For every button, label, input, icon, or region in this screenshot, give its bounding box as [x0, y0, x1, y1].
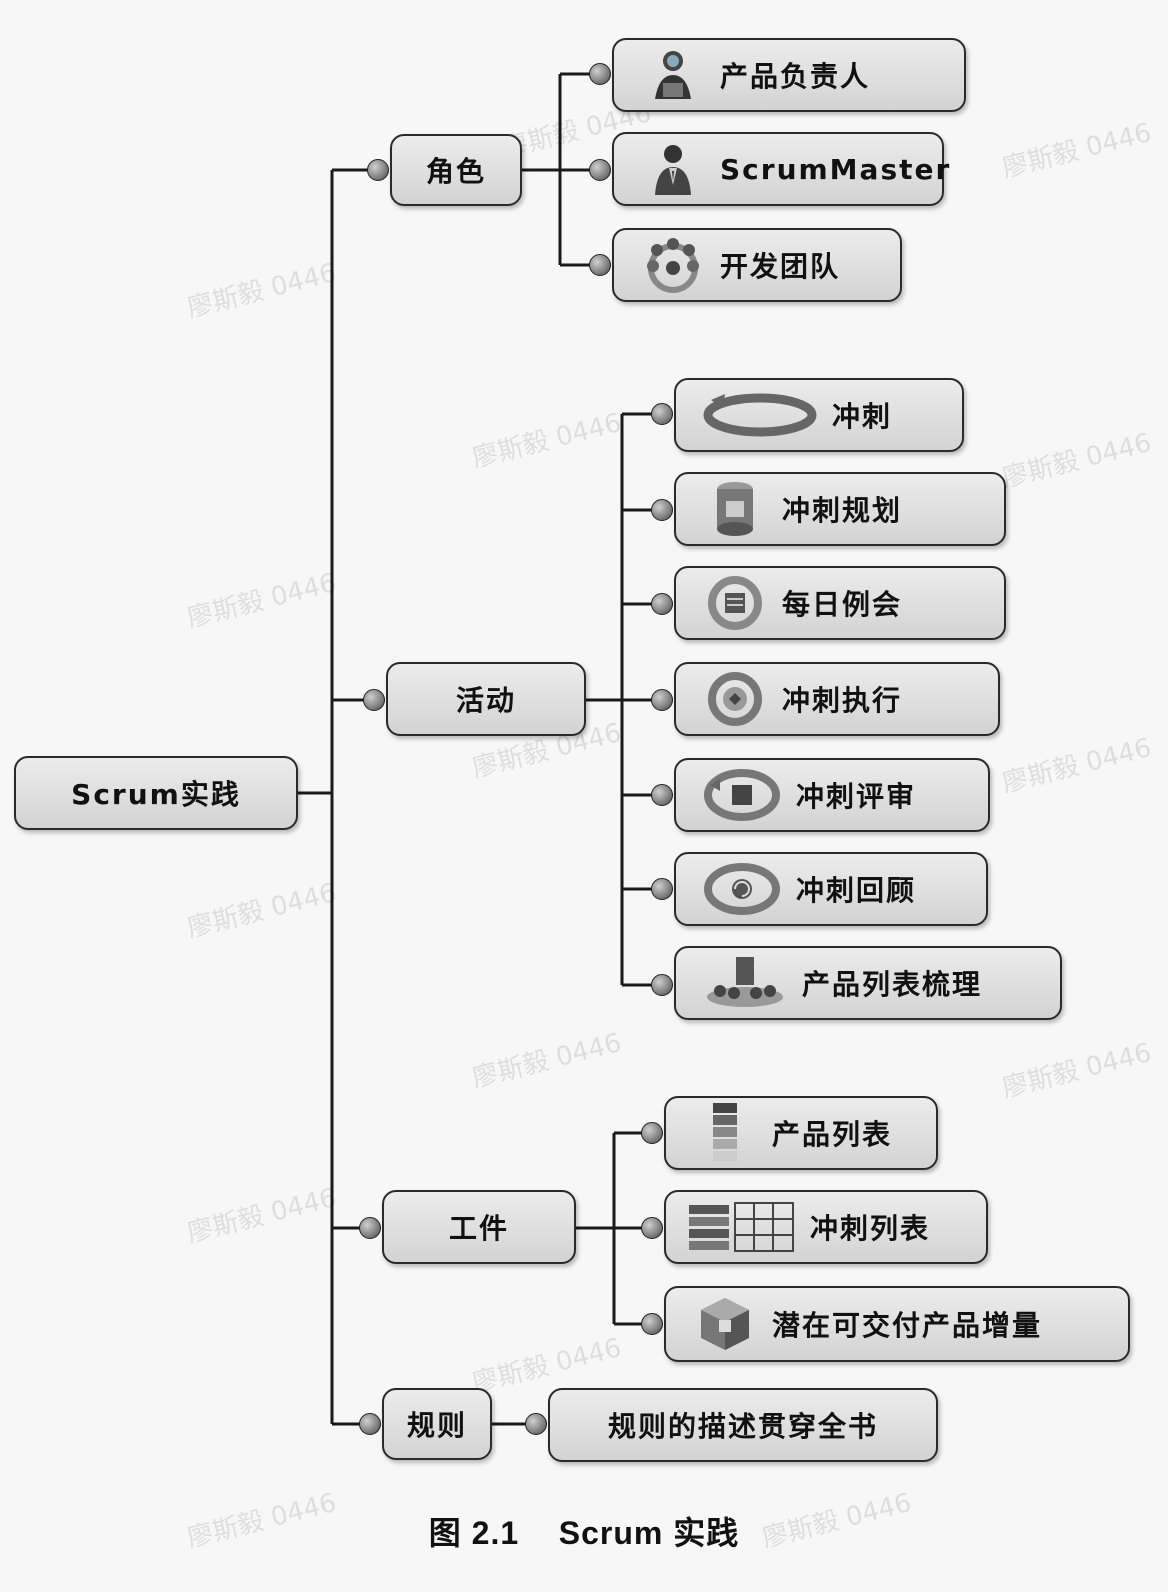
leaf-node-sprint: 冲刺 [674, 378, 964, 452]
leaf-node-dev-team: 开发团队 [612, 228, 902, 302]
leaf-label: 规则的描述贯穿全书 [607, 1410, 878, 1443]
leaf-label: 产品负责人 [720, 60, 871, 93]
sprint-backlog-grid-icon [686, 1197, 798, 1257]
connector-dot [525, 1413, 547, 1435]
leaf-node-daily-scrum: 每日例会 [674, 566, 1006, 640]
cycle-arrow-icon [700, 385, 820, 445]
connector-dot [359, 1413, 381, 1435]
planning-cylinder-icon [700, 479, 770, 539]
increment-cube-icon [690, 1294, 760, 1354]
leaf-node-potentially-shippable-increment: 潜在可交付产品增量 [664, 1286, 1130, 1362]
branch-node-rules: 规则 [382, 1388, 492, 1460]
leaf-node-backlog-grooming: 产品列表梳理 [674, 946, 1062, 1020]
backlog-grooming-icon [700, 953, 790, 1013]
leaf-node-rules-description: 规则的描述贯穿全书 [548, 1388, 938, 1462]
branch-node-roles: 角色 [390, 134, 522, 206]
retrospective-cycle-icon [700, 859, 784, 919]
leaf-label: 开发团队 [720, 250, 841, 283]
connector-dot [651, 499, 673, 521]
connector-dot [651, 974, 673, 996]
leaf-label: 产品列表梳理 [802, 968, 983, 1001]
leaf-node-sprint-review: 冲刺评审 [674, 758, 990, 832]
leaf-label: 冲刺回顾 [796, 874, 917, 907]
root-node: Scrum实践 [14, 756, 298, 830]
leaf-label: 潜在可交付产品增量 [772, 1309, 1043, 1342]
connector-dot [641, 1313, 663, 1335]
branch-label-rules: 规则 [406, 1409, 467, 1442]
team-circle-icon [638, 235, 708, 295]
person-laptop-icon [638, 45, 708, 105]
person-tie-icon [638, 139, 708, 199]
leaf-label: ScrumMaster [720, 152, 952, 186]
branch-node-artifacts: 工件 [382, 1190, 576, 1264]
connector-dot [589, 159, 611, 181]
connector-dot [589, 63, 611, 85]
leaf-node-sprint-planning: 冲刺规划 [674, 472, 1006, 546]
leaf-node-sprint-retrospective: 冲刺回顾 [674, 852, 988, 926]
branch-label-activities: 活动 [455, 684, 516, 717]
review-cycle-icon [700, 765, 784, 825]
leaf-label: 冲刺列表 [810, 1212, 931, 1245]
branch-node-activities: 活动 [386, 662, 586, 736]
connector-dot [589, 254, 611, 276]
leaf-label: 冲刺评审 [796, 780, 917, 813]
leaf-node-sprint-execution: 冲刺执行 [674, 662, 1000, 736]
connector-dot [641, 1122, 663, 1144]
leaf-node-sprint-backlog: 冲刺列表 [664, 1190, 988, 1264]
connector-dot [651, 403, 673, 425]
backlog-stack-icon [690, 1103, 760, 1163]
leaf-label: 冲刺规划 [782, 494, 903, 527]
connector-dot [651, 784, 673, 806]
connector-dot [651, 593, 673, 615]
connector-dot [363, 689, 385, 711]
connector-dot [641, 1217, 663, 1239]
connector-dot [651, 689, 673, 711]
connector-dot [651, 878, 673, 900]
leaf-label: 产品列表 [772, 1118, 893, 1151]
branch-label-artifacts: 工件 [448, 1212, 509, 1245]
root-label: Scrum实践 [71, 778, 241, 811]
connector-dot [367, 159, 389, 181]
figure-caption: 图 2.1 Scrum 实践 [428, 1515, 740, 1551]
leaf-label: 每日例会 [782, 588, 903, 621]
leaf-label: 冲刺执行 [782, 684, 903, 717]
daily-cycle-icon [700, 573, 770, 633]
leaf-node-product-owner: 产品负责人 [612, 38, 966, 112]
leaf-label: 冲刺 [832, 400, 893, 433]
leaf-node-product-backlog: 产品列表 [664, 1096, 938, 1170]
execution-cycle-icon [700, 669, 770, 729]
connector-dot [359, 1217, 381, 1239]
leaf-node-scrummaster: ScrumMaster [612, 132, 949, 206]
branch-label-roles: 角色 [425, 155, 486, 188]
